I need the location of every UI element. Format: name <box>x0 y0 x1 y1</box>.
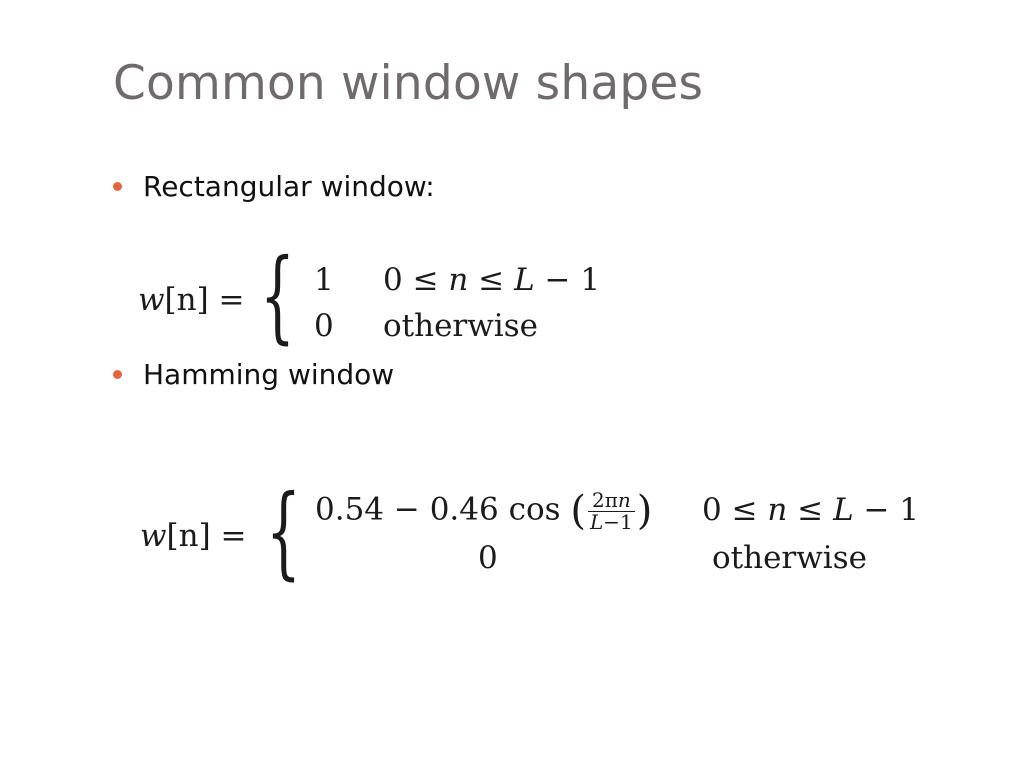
bullet-label: Rectangular window: <box>143 170 435 203</box>
bullet-hamming: Hamming window <box>113 358 394 391</box>
case2-value: 0 <box>478 540 498 576</box>
case1-value: 1 <box>314 262 334 298</box>
case2-condition: otherwise <box>712 540 867 576</box>
slide-title: Common window shapes <box>113 56 704 111</box>
left-brace-icon: { <box>266 473 301 590</box>
bullet-label: Hamming window <box>143 358 395 391</box>
lhs-arg: [n] = <box>164 282 245 318</box>
bullet-rectangular: Rectangular window: <box>113 170 435 203</box>
lhs-fn: w <box>138 282 165 318</box>
rectangular-window-equation: w[n] = { 1 0 ≤ n ≤ L − 1 0 otherwise <box>138 246 658 360</box>
case1-condition: 0 ≤ n ≤ L − 1 <box>383 262 601 298</box>
bullet-dot-icon <box>113 182 122 191</box>
case2-value: 0 <box>314 308 334 344</box>
left-brace-icon: { <box>260 237 295 354</box>
equation-lhs: w[n] = <box>138 282 245 318</box>
equation-lhs: w[n] = <box>140 518 247 554</box>
case2-condition: otherwise <box>383 308 538 344</box>
bullet-dot-icon <box>113 370 122 379</box>
lhs-arg: [n] = <box>166 518 247 554</box>
case1-condition: 0 ≤ n ≤ L − 1 <box>702 492 920 528</box>
lhs-fn: w <box>140 518 167 554</box>
